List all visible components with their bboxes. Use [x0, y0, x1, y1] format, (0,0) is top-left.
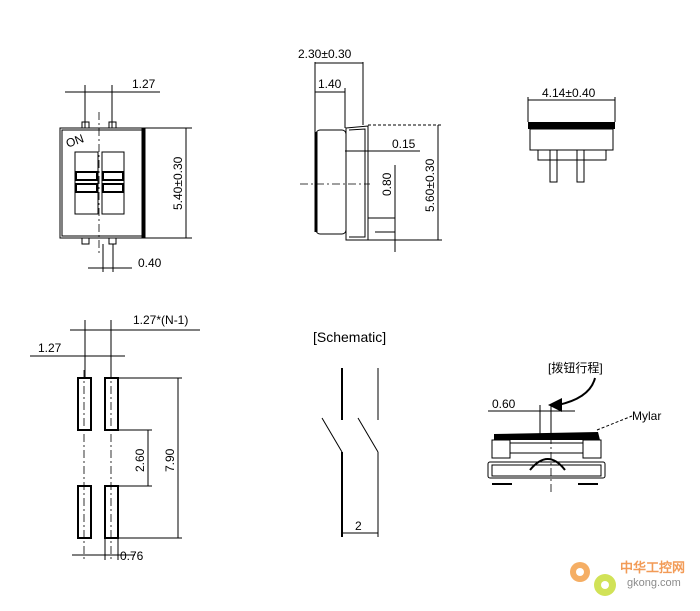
travel-label: [拨钮行程] [548, 360, 603, 375]
watermark-logo: 中华工控网 gkong.com [570, 560, 685, 596]
on-marking: ON [64, 131, 86, 150]
width-label: 4.14±0.40 [542, 86, 596, 100]
gap-label: 2.60 [133, 448, 147, 472]
cross-section: [拨钮行程] 0.60 Mylar [487, 360, 661, 495]
top-view: 1.27 ON 5.40±0.30 0.40 [59, 77, 192, 272]
travel-value: 0.60 [492, 397, 516, 411]
schematic-pitch: 2 [355, 519, 362, 533]
pitch-label: 1.27 [132, 77, 156, 91]
side-view: 2.30±0.30 1.40 5.60±0.30 0.15 0.80 [298, 47, 442, 252]
depth-label: 2.30±0.30 [298, 47, 352, 61]
watermark-url: gkong.com [627, 577, 681, 589]
footprint-view: 1.27*(N-1) 1.27 7.90 2.60 0.76 [30, 313, 200, 563]
watermark-cn: 中华工控网 [620, 560, 685, 575]
pitch-label-fp: 1.27 [38, 341, 62, 355]
pin-width-label: 0.40 [138, 256, 162, 270]
pin-label: 0.80 [380, 172, 394, 196]
side-height-label: 5.60±0.30 [423, 158, 437, 212]
frame-label: 0.15 [392, 137, 416, 151]
end-view: 4.14±0.40 [527, 86, 616, 183]
pad-width-label: 0.76 [120, 549, 144, 563]
body-depth-label: 1.40 [318, 77, 342, 91]
length-label: 7.90 [163, 448, 177, 472]
pitch-total-label: 1.27*(N-1) [133, 313, 188, 327]
schematic-title: [Schematic] [313, 329, 386, 345]
height-label: 5.40±0.30 [171, 156, 185, 210]
mylar-label: Mylar [632, 409, 661, 423]
schematic: [Schematic] 2 [313, 329, 386, 537]
